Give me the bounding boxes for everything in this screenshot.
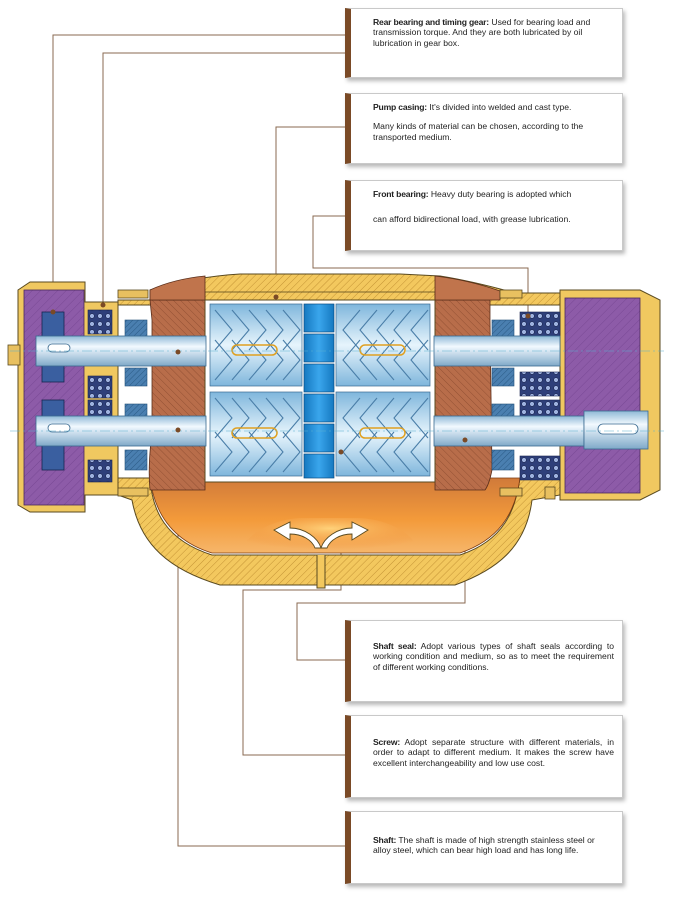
screw-chamber bbox=[204, 299, 436, 483]
bolt-top-left bbox=[117, 289, 149, 299]
dot-rear-bearing-2 bbox=[100, 302, 106, 308]
casing-top-band bbox=[204, 291, 436, 301]
flow-arrow-right bbox=[320, 521, 369, 549]
center-disc-stack bbox=[303, 303, 335, 479]
callout-screw-title: Screw: bbox=[373, 737, 400, 747]
seal-left-bottom-b bbox=[124, 449, 148, 471]
shaft-key-upper-left bbox=[47, 343, 71, 353]
callout-pump-casing-text: It's divided into welded and cast type. bbox=[426, 102, 572, 112]
front-bearing-2 bbox=[519, 371, 561, 397]
callout-shaft-seal: Shaft seal: Adopt various types of shaft… bbox=[345, 620, 623, 702]
rear-bearing-4 bbox=[87, 459, 113, 483]
callout-front-bearing-text-2: can afford bidirectional load, with grea… bbox=[373, 214, 571, 225]
dot-shaft-seal bbox=[462, 437, 468, 443]
front-housing-chamber bbox=[564, 297, 641, 494]
front-bearing-housing bbox=[559, 289, 661, 501]
dot-screw bbox=[338, 449, 344, 455]
seal-left-top-b bbox=[124, 367, 148, 387]
flow-indicators bbox=[273, 521, 369, 589]
front-bearing-4 bbox=[519, 455, 561, 481]
keyway-bottom-left bbox=[231, 427, 278, 439]
callout-pump-casing-title: Pump casing: bbox=[373, 102, 427, 112]
screw-flights bbox=[214, 309, 429, 473]
dot-shaft bbox=[175, 427, 181, 433]
leader-dots bbox=[50, 294, 531, 455]
keyway-top-right bbox=[359, 344, 406, 356]
left-upper-boss bbox=[149, 275, 206, 301]
leader-rear-bearing-2 bbox=[102, 52, 345, 305]
dot-front-bearing bbox=[525, 313, 531, 319]
seal-right-top-b bbox=[491, 367, 515, 387]
callout-pump-casing: Pump casing: It's divided into welded an… bbox=[345, 93, 623, 164]
callout-shaft-seal-text: Adopt various types of shaft seals accor… bbox=[373, 641, 614, 672]
callout-shaft-title: Shaft: bbox=[373, 835, 397, 845]
callout-screw-text: Adopt separate structure with different … bbox=[373, 737, 614, 768]
bolt-bottom-right bbox=[499, 487, 523, 497]
callout-shaft-seal-title: Shaft seal: bbox=[373, 641, 417, 651]
callout-rear-bearing-text: Used for bearing load and transmission t… bbox=[373, 17, 591, 48]
seal-right-bottom-b bbox=[491, 449, 515, 471]
casing-lower-bowl bbox=[117, 477, 561, 586]
callout-shaft-text: The shaft is made of high strength stain… bbox=[373, 835, 595, 856]
callout-shaft: Shaft: The shaft is made of high strengt… bbox=[345, 811, 623, 884]
callout-front-bearing: Front bearing: Heavy duty bearing is ado… bbox=[345, 180, 623, 251]
pump-chamber bbox=[149, 477, 521, 554]
flow-arrow-left bbox=[273, 521, 322, 549]
leader-rear-bearing bbox=[52, 34, 345, 312]
callout-rear-bearing-title: Rear bearing and timing gear: bbox=[373, 17, 489, 27]
screw-bottom-right bbox=[335, 391, 431, 477]
right-seal-housing bbox=[434, 299, 493, 491]
right-upper-boss bbox=[434, 275, 501, 301]
bolt-top-right bbox=[499, 289, 523, 299]
bolt-bottom-left bbox=[117, 487, 149, 497]
keyway-bottom-right bbox=[359, 427, 406, 439]
callout-front-bearing-text: Heavy duty bearing is adopted which bbox=[428, 189, 572, 199]
dot-pump-casing bbox=[273, 294, 279, 300]
rear-bearing-1 bbox=[87, 309, 113, 335]
inlet-pipe bbox=[316, 555, 326, 589]
callout-rear-bearing: Rear bearing and timing gear: Used for b… bbox=[345, 8, 623, 78]
left-seal-housing bbox=[148, 299, 206, 491]
shaft-key-lower-left bbox=[47, 423, 71, 433]
rear-plug bbox=[7, 344, 21, 366]
callout-screw: Screw: Adopt separate structure with dif… bbox=[345, 715, 623, 798]
dot-rear-bearing bbox=[50, 309, 56, 315]
bolt-front-bottom bbox=[544, 486, 556, 500]
keyway-top-left bbox=[231, 344, 278, 356]
leader-front-bearing bbox=[312, 215, 529, 316]
leader-lines bbox=[52, 34, 529, 847]
bolts bbox=[117, 289, 556, 500]
leader-shaft bbox=[177, 430, 345, 847]
rear-bearing-2 bbox=[87, 375, 113, 399]
callout-pump-casing-text-2: Many kinds of material can be chosen, ac… bbox=[373, 121, 584, 142]
drive-shaft-key bbox=[597, 423, 639, 435]
dot-shaft-top bbox=[175, 349, 181, 355]
callout-front-bearing-title: Front bearing: bbox=[373, 189, 429, 199]
leader-pump-casing bbox=[275, 126, 345, 297]
